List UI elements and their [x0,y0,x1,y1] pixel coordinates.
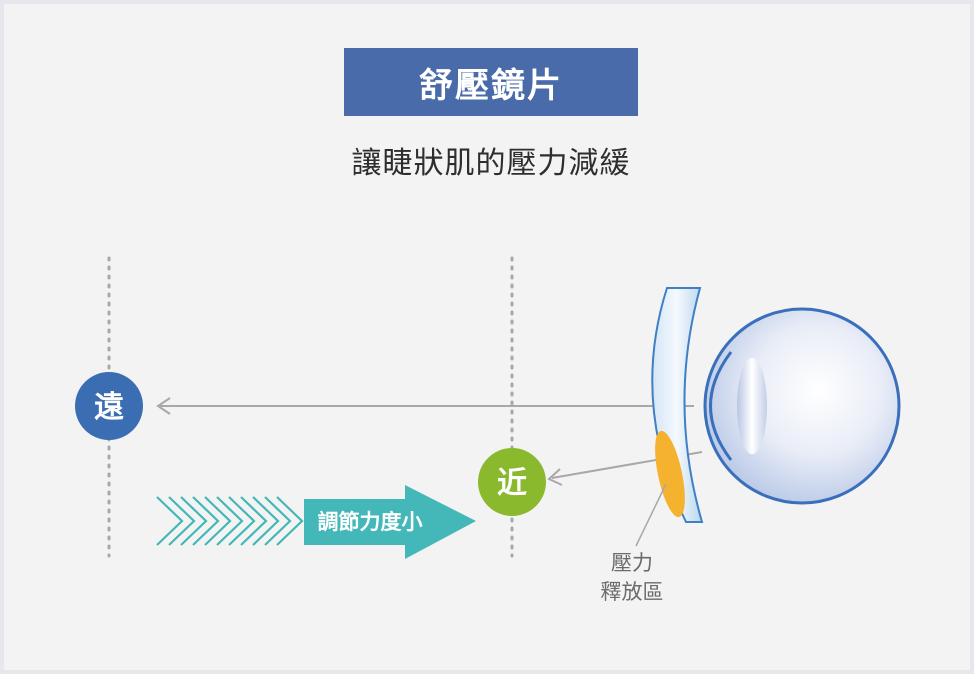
chevron-stripes [156,496,304,546]
arrow-label: 調節力度小 [318,510,423,534]
far-marker: 遠 [75,372,143,440]
eyeball [703,307,901,505]
lens [651,287,704,523]
accommodation-arrow: 調節力度小 [304,485,476,559]
near-label: 近 [497,466,527,501]
title-banner: 舒壓鏡片 [344,48,638,116]
eye-lens-cornea [737,358,767,454]
far-ray-arrowhead [156,397,171,415]
pressure-relief-zone [655,430,685,518]
near-ray-arrowhead [547,468,563,486]
far-label: 遠 [94,390,124,425]
relief-leader-line [635,483,667,547]
page-subtitle: 讓睫狀肌的壓力減緩 [351,146,631,181]
page-title: 舒壓鏡片 [419,65,563,106]
near-marker: 近 [478,448,546,516]
relief-label-line2: 釋放區 [601,580,664,604]
relief-label-line1: 壓力 [611,551,653,575]
